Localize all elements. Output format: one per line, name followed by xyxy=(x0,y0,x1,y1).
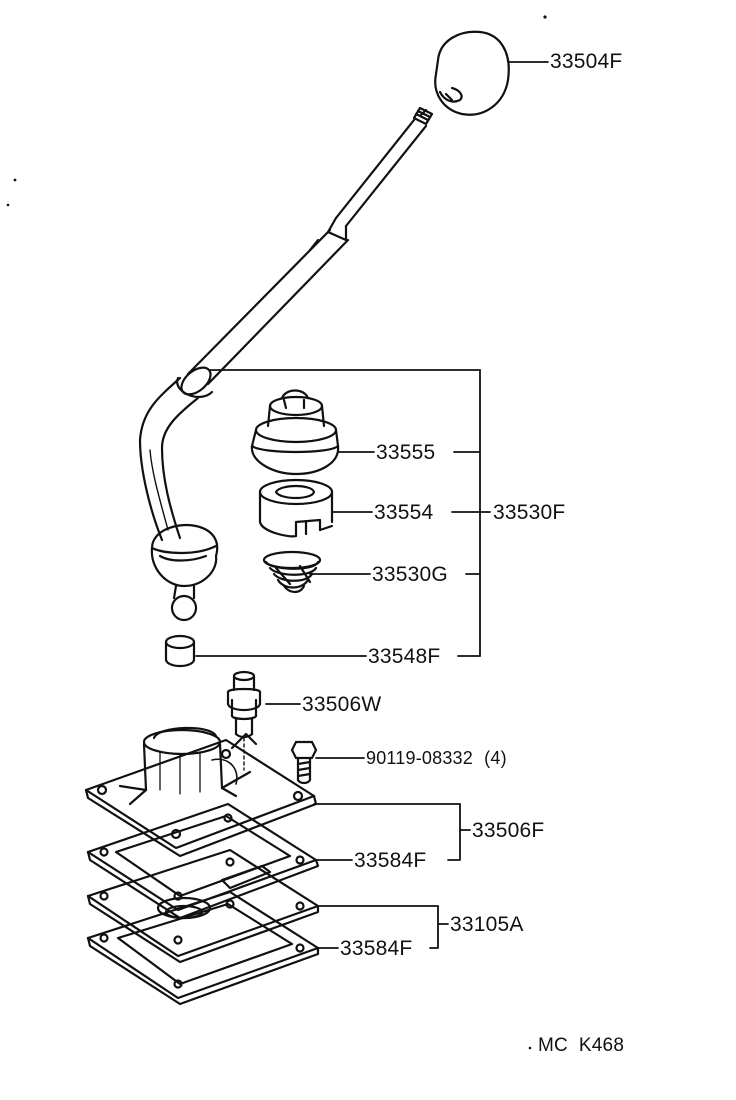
callout-plate-assy: 33105A xyxy=(450,913,524,936)
shift-lever-icon xyxy=(138,106,434,622)
bolt-quantity: (4) xyxy=(484,748,507,768)
speck-dots xyxy=(6,15,547,1050)
shift-knob-icon xyxy=(434,30,510,116)
callout-pin: 33506W xyxy=(302,693,382,716)
bushing-icon xyxy=(164,634,196,668)
diagram-reference-code: MC K468 xyxy=(538,1035,625,1056)
callout-retainer-housing: 33506F xyxy=(472,819,545,842)
callout-lower-gasket: 33584F xyxy=(340,937,413,960)
shift-plate-icon xyxy=(86,848,320,964)
retainer-icon xyxy=(258,478,334,538)
shift-lever-retainer-icon xyxy=(84,726,318,858)
bolt-icon xyxy=(290,740,318,785)
callout-bushing: 33548F xyxy=(368,645,441,668)
spring-icon xyxy=(262,550,322,594)
leader-lines xyxy=(195,61,549,949)
pin-icon xyxy=(226,670,262,771)
callout-retainer: 33554 xyxy=(374,501,434,524)
callout-knob: 33504F xyxy=(550,50,623,73)
callout-lever-assy: 33530F xyxy=(493,501,566,524)
boot-icon xyxy=(250,389,340,476)
callout-bolt: 90119-08332 (4) xyxy=(366,749,507,767)
callout-upper-gasket: 33584F xyxy=(354,849,427,872)
bolt-part-number: 90119-08332 xyxy=(366,748,473,768)
callout-boot: 33555 xyxy=(376,441,436,464)
callout-spring: 33530G xyxy=(372,563,448,586)
